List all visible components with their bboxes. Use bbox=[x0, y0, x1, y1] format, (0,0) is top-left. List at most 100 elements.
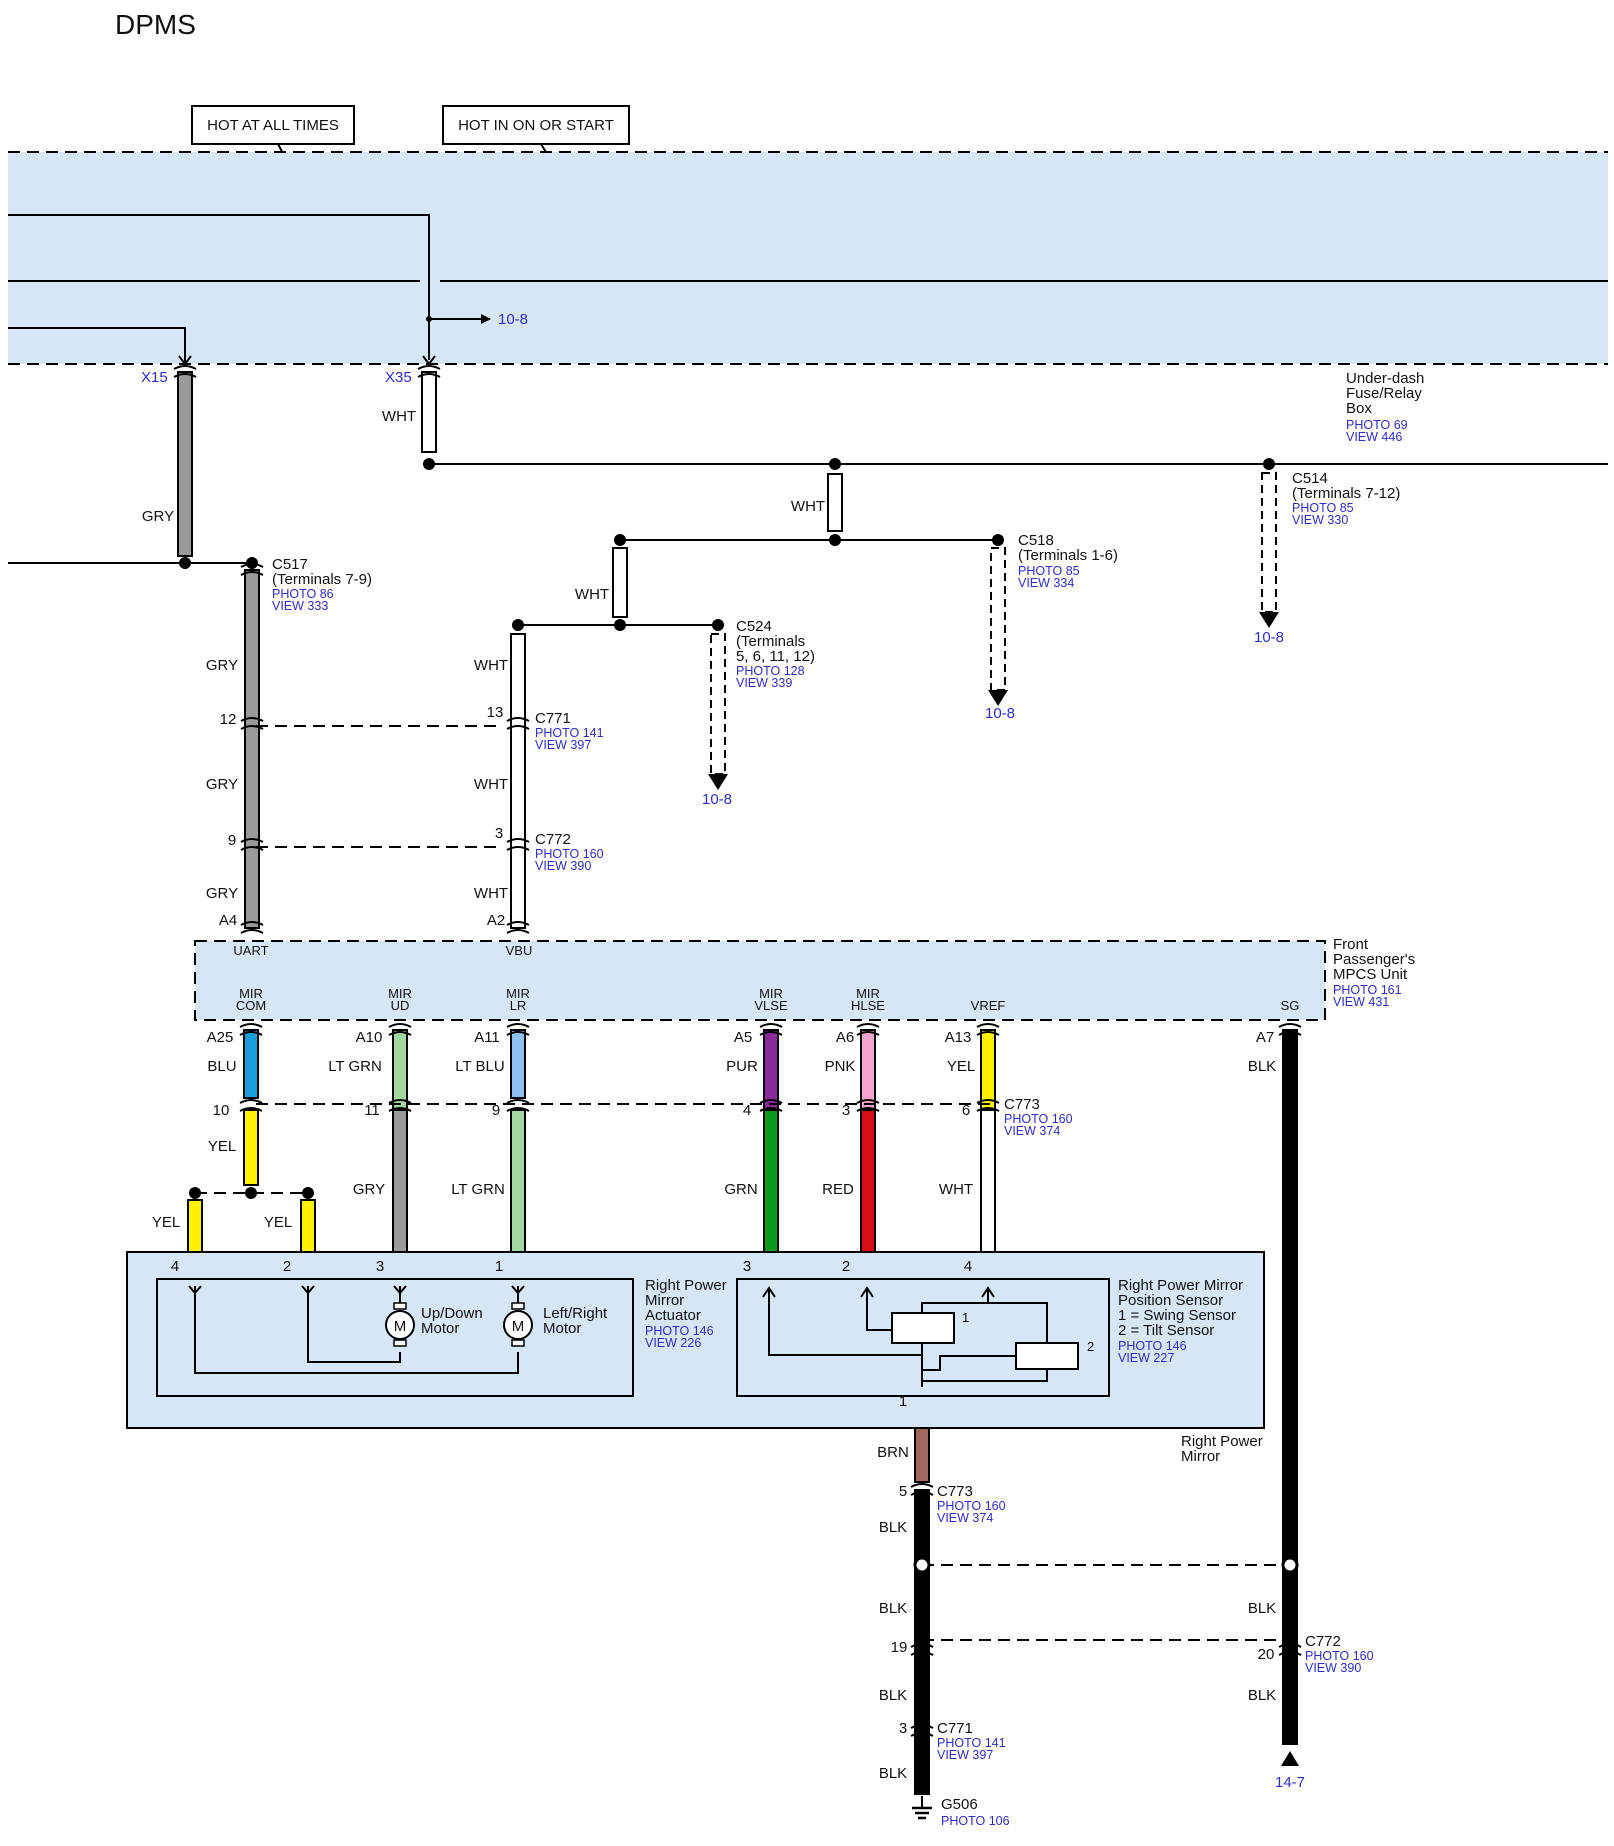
connector-break-17 bbox=[388, 1099, 412, 1104]
wire-blk-15 bbox=[1282, 1029, 1298, 1745]
connector-break-2 bbox=[240, 563, 264, 568]
wire-wht-23 bbox=[980, 1109, 996, 1272]
wire-wht-4 bbox=[612, 547, 628, 618]
wire-label-wht-9: WHT bbox=[474, 885, 508, 902]
svg-text:Up/Down: Up/Down bbox=[421, 1305, 483, 1322]
svg-text:13: 13 bbox=[487, 704, 504, 721]
svg-text:PHOTO 160: PHOTO 160 bbox=[1305, 1649, 1374, 1663]
svg-text:(Terminals: (Terminals bbox=[736, 633, 805, 650]
wire-label-blk-26: BLK bbox=[879, 1519, 907, 1536]
right-power-mirror-label: Right Power Mirror bbox=[1181, 1433, 1263, 1465]
svg-text:MPCS Unit: MPCS Unit bbox=[1333, 966, 1408, 983]
wire-label-blu-10: BLU bbox=[207, 1058, 236, 1075]
connector-break-lower-3 bbox=[240, 725, 264, 730]
svg-text:10-8: 10-8 bbox=[702, 791, 732, 808]
page-title: DPMS bbox=[115, 9, 196, 40]
svg-text:PHOTO 160: PHOTO 160 bbox=[937, 1499, 1006, 1513]
svg-text:PHOTO 146: PHOTO 146 bbox=[645, 1324, 714, 1338]
svg-text:C773: C773 bbox=[937, 1483, 973, 1500]
hot-at-all-times-label: HOT AT ALL TIMES bbox=[191, 105, 355, 145]
connector-break-12 bbox=[759, 1023, 783, 1028]
svg-text:PHOTO 141: PHOTO 141 bbox=[535, 726, 604, 740]
svg-text:C524: C524 bbox=[736, 618, 772, 635]
position-sensor: 1 2 Right Power Mirror Position Sensor 1… bbox=[736, 1277, 1243, 1397]
svg-text:C773: C773 bbox=[1004, 1096, 1040, 1113]
connector-break-lower-16 bbox=[239, 1107, 263, 1112]
wire-label-ltblu-12: LT BLU bbox=[455, 1058, 504, 1075]
svg-text:VIEW 390: VIEW 390 bbox=[535, 859, 591, 873]
svg-text:Passenger's: Passenger's bbox=[1333, 951, 1415, 968]
svg-text:C772: C772 bbox=[1305, 1633, 1341, 1650]
svg-text:Fuse/Relay: Fuse/Relay bbox=[1346, 385, 1422, 402]
connector-break-lower-0 bbox=[173, 373, 197, 378]
c772-upper-connector: 9 3 C772 PHOTO 160 VIEW 390 bbox=[228, 825, 604, 873]
svg-text:Box: Box bbox=[1346, 400, 1372, 417]
svg-text:Motor: Motor bbox=[421, 1320, 459, 1337]
wire-label-yel-17: YEL bbox=[208, 1138, 236, 1155]
mpcs-pin-a2: A2 bbox=[487, 912, 505, 929]
wire-label-wht-2: WHT bbox=[791, 498, 825, 515]
connector-break-0 bbox=[173, 365, 197, 370]
wire-wht-7 bbox=[990, 547, 1006, 691]
connector-break-16 bbox=[239, 1099, 263, 1104]
svg-text:PHOTO 86: PHOTO 86 bbox=[272, 587, 334, 601]
mpcs-pin-name-0-0: MIR bbox=[239, 986, 263, 1001]
mpcs-pin-name-3-1: VLSE bbox=[754, 998, 788, 1013]
wire-gry-19 bbox=[392, 1109, 408, 1272]
wire-wht-8 bbox=[710, 633, 726, 775]
wire-label-yel-23: YEL bbox=[152, 1214, 180, 1231]
connector-break-33 bbox=[910, 1724, 934, 1729]
wire-label-gry-0: GRY bbox=[142, 508, 174, 525]
connector-break-30 bbox=[910, 1483, 934, 1488]
connector-break-lower-32 bbox=[1278, 1651, 1302, 1656]
wire-label-brn-25: BRN bbox=[877, 1444, 909, 1461]
wire-wht-5 bbox=[510, 633, 526, 929]
svg-text:C772: C772 bbox=[535, 831, 571, 848]
mpcs-pin-number-5: A13 bbox=[945, 1029, 972, 1046]
connector-break-lower-12 bbox=[759, 1031, 783, 1036]
svg-text:(Terminals 7-12): (Terminals 7-12) bbox=[1292, 485, 1400, 502]
dashed-wire-arrow-icon-0 bbox=[1259, 612, 1279, 628]
connector-break-11 bbox=[506, 1023, 530, 1028]
svg-text:PHOTO 141: PHOTO 141 bbox=[937, 1736, 1006, 1750]
connector-break-18 bbox=[506, 1099, 530, 1104]
sg-ref-arrow-icon: 14-7 bbox=[1275, 1751, 1305, 1791]
dashed-wire-arrow-icon-1 bbox=[988, 690, 1008, 706]
svg-text:Right Power Mirror: Right Power Mirror bbox=[1118, 1277, 1243, 1294]
actuator-pin-1: 1 bbox=[495, 1258, 503, 1275]
svg-text:Actuator: Actuator bbox=[645, 1307, 701, 1324]
ground-g506-icon: G506 PHOTO 106 bbox=[912, 1796, 1010, 1828]
mpcs-bottom-pins: MIRCOMA25MIRUDA10MIRLRA11MIRVLSEA5MIRHLS… bbox=[207, 986, 1300, 1046]
fuse-terminal-x15: X15 bbox=[141, 369, 168, 386]
connector-break-lower-19 bbox=[759, 1107, 783, 1112]
svg-text:5: 5 bbox=[899, 1483, 907, 1500]
wire-blu-9 bbox=[243, 1029, 259, 1099]
wire-label-grn-20: GRN bbox=[724, 1181, 757, 1198]
svg-text:PHOTO 85: PHOTO 85 bbox=[1018, 564, 1080, 578]
sensor-pin-4: 4 bbox=[964, 1258, 972, 1275]
svg-text:14-7: 14-7 bbox=[1275, 1774, 1305, 1791]
svg-text:HOT AT ALL TIMES: HOT AT ALL TIMES bbox=[207, 117, 339, 134]
svg-text:M: M bbox=[512, 1318, 525, 1335]
mpcs-pin-name-5-0: VREF bbox=[971, 998, 1006, 1013]
wire-label-blk-16: BLK bbox=[1248, 1058, 1276, 1075]
svg-text:Mirror: Mirror bbox=[645, 1292, 684, 1309]
connector-break-20 bbox=[856, 1099, 880, 1104]
mpcs-pin-uart: UART bbox=[233, 943, 268, 958]
connector-breaks bbox=[173, 365, 1302, 1737]
connector-break-lower-9 bbox=[239, 1031, 263, 1036]
svg-text:C518: C518 bbox=[1018, 532, 1054, 549]
svg-text:1 = Swing Sensor: 1 = Swing Sensor bbox=[1118, 1307, 1236, 1324]
connector-break-lower-17 bbox=[388, 1107, 412, 1112]
c518-connector: C518 (Terminals 1-6) PHOTO 85 VIEW 334 1… bbox=[985, 532, 1118, 722]
mpcs-pin-name-6-0: SG bbox=[1281, 998, 1300, 1013]
mpcs-pin-a4: A4 bbox=[219, 912, 237, 929]
svg-text:5, 6, 11, 12): 5, 6, 11, 12) bbox=[736, 648, 815, 665]
svg-text:PHOTO 69: PHOTO 69 bbox=[1346, 418, 1408, 432]
c773-pin-3: 4 bbox=[743, 1102, 751, 1119]
c773-pin-4: 3 bbox=[842, 1102, 850, 1119]
wire-red-22 bbox=[860, 1109, 876, 1272]
svg-text:VIEW 227: VIEW 227 bbox=[1118, 1351, 1174, 1365]
left-right-motor-icon bbox=[503, 1310, 533, 1340]
